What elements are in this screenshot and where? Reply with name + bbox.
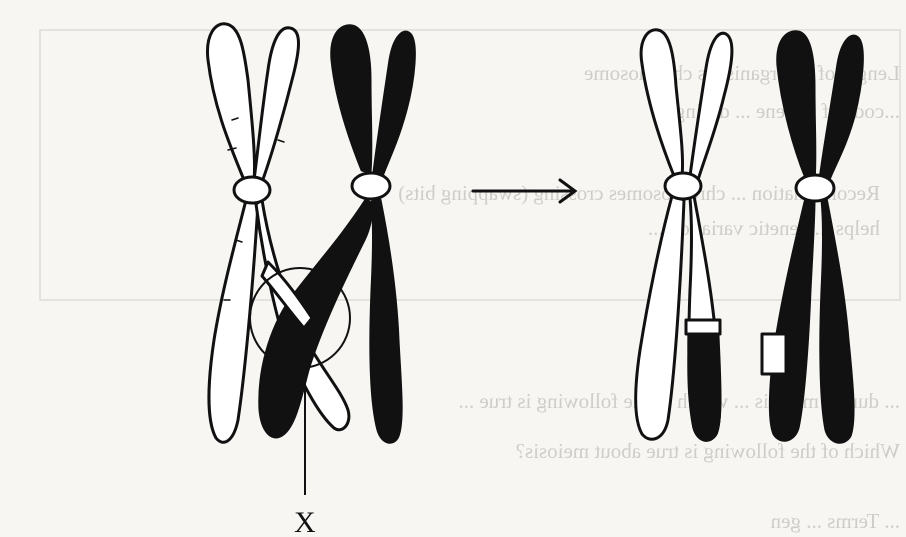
bleed-through-text: Length of an organism's chromosome ...co… [40,30,900,533]
black-result-upper-left [778,32,815,180]
black-chromatid-upper-right [374,32,414,176]
white-result-upper-left [641,30,682,176]
bleed-line-7: ... Terms ... gen [770,509,900,533]
white-result-black-segment [689,336,720,440]
white-chromatid-upper-right [254,28,299,182]
centromere-white-right [665,173,701,199]
label-x: X [294,506,316,537]
centromere-black-left [352,173,390,199]
centromere-white-left [234,177,270,203]
white-chromatid-upper-left [207,24,254,180]
black-chromatid-upper-left [332,26,371,172]
black-result-white-segment [762,334,786,374]
bleed-line-2: ...code of ... gene ... during ... [654,99,900,123]
white-result-segment-boundary [686,320,720,334]
black-chromatid-lower-right [371,200,401,442]
homologous-pair-crossing [207,24,414,443]
centromere-black-right [796,175,834,201]
